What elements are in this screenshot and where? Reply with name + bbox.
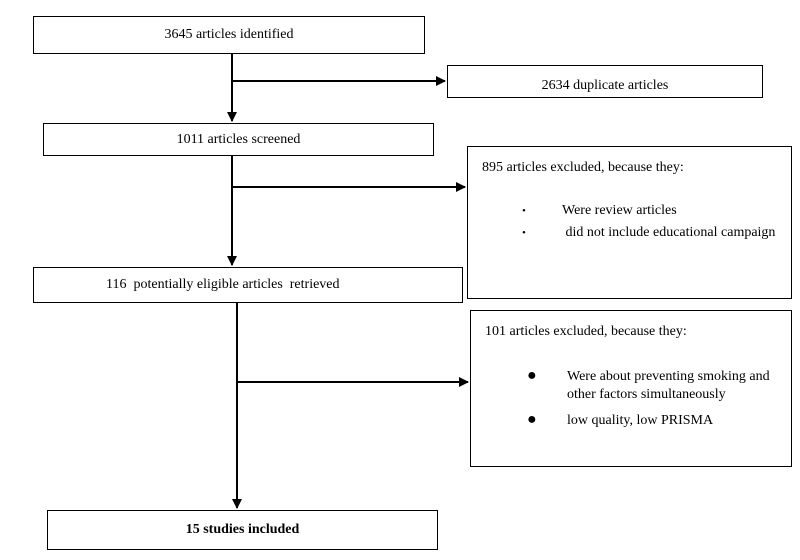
duplicate-articles-box: 2634 duplicate articles (447, 65, 763, 98)
bullet-icon: • (522, 205, 526, 217)
bullet-icon: ● (527, 411, 537, 428)
excluded-1-reasons-list: • Were review articles • did not include… (518, 202, 778, 246)
studies-included-box: 15 studies included (47, 510, 438, 550)
excluded-1-reason-2: did not include educational campaign (562, 225, 776, 240)
articles-identified-box: 3645 articles identified (33, 16, 425, 54)
list-item: ● Were about preventing smoking and othe… (523, 367, 778, 404)
list-item: ● low quality, low PRISMA (523, 411, 778, 430)
excluded-1-reason-1: Were review articles (562, 203, 677, 218)
articles-screened-box: 1011 articles screened (43, 123, 434, 156)
eligible-articles-retrieved-box: 116 potentially eligible articles retrie… (33, 267, 463, 303)
articles-identified-label: 3645 articles identified (164, 27, 294, 42)
excluded-2-reason-1: Were about preventing smoking and other … (567, 369, 770, 402)
duplicate-articles-label: 2634 duplicate articles (541, 77, 669, 93)
articles-screened-label: 1011 articles screened (176, 131, 301, 147)
excluded-1-header: 895 articles excluded, because they: (482, 160, 684, 175)
bullet-icon: ● (527, 367, 537, 384)
studies-included-label: 15 studies included (185, 522, 300, 537)
excluded-2-reason-2: low quality, low PRISMA (567, 413, 714, 428)
bullet-icon: • (522, 227, 526, 239)
excluded-2-header: 101 articles excluded, because they: (485, 324, 687, 339)
list-item: • Were review articles (518, 202, 778, 220)
list-item: • did not include educational campaign (518, 224, 778, 242)
excluded-articles-box-1: 895 articles excluded, because they: • W… (467, 146, 792, 299)
excluded-articles-box-2: 101 articles excluded, because they: ● W… (470, 310, 792, 467)
excluded-2-reasons-list: ● Were about preventing smoking and othe… (523, 367, 778, 438)
eligible-articles-retrieved-label: 116 potentially eligible articles retrie… (106, 277, 340, 292)
